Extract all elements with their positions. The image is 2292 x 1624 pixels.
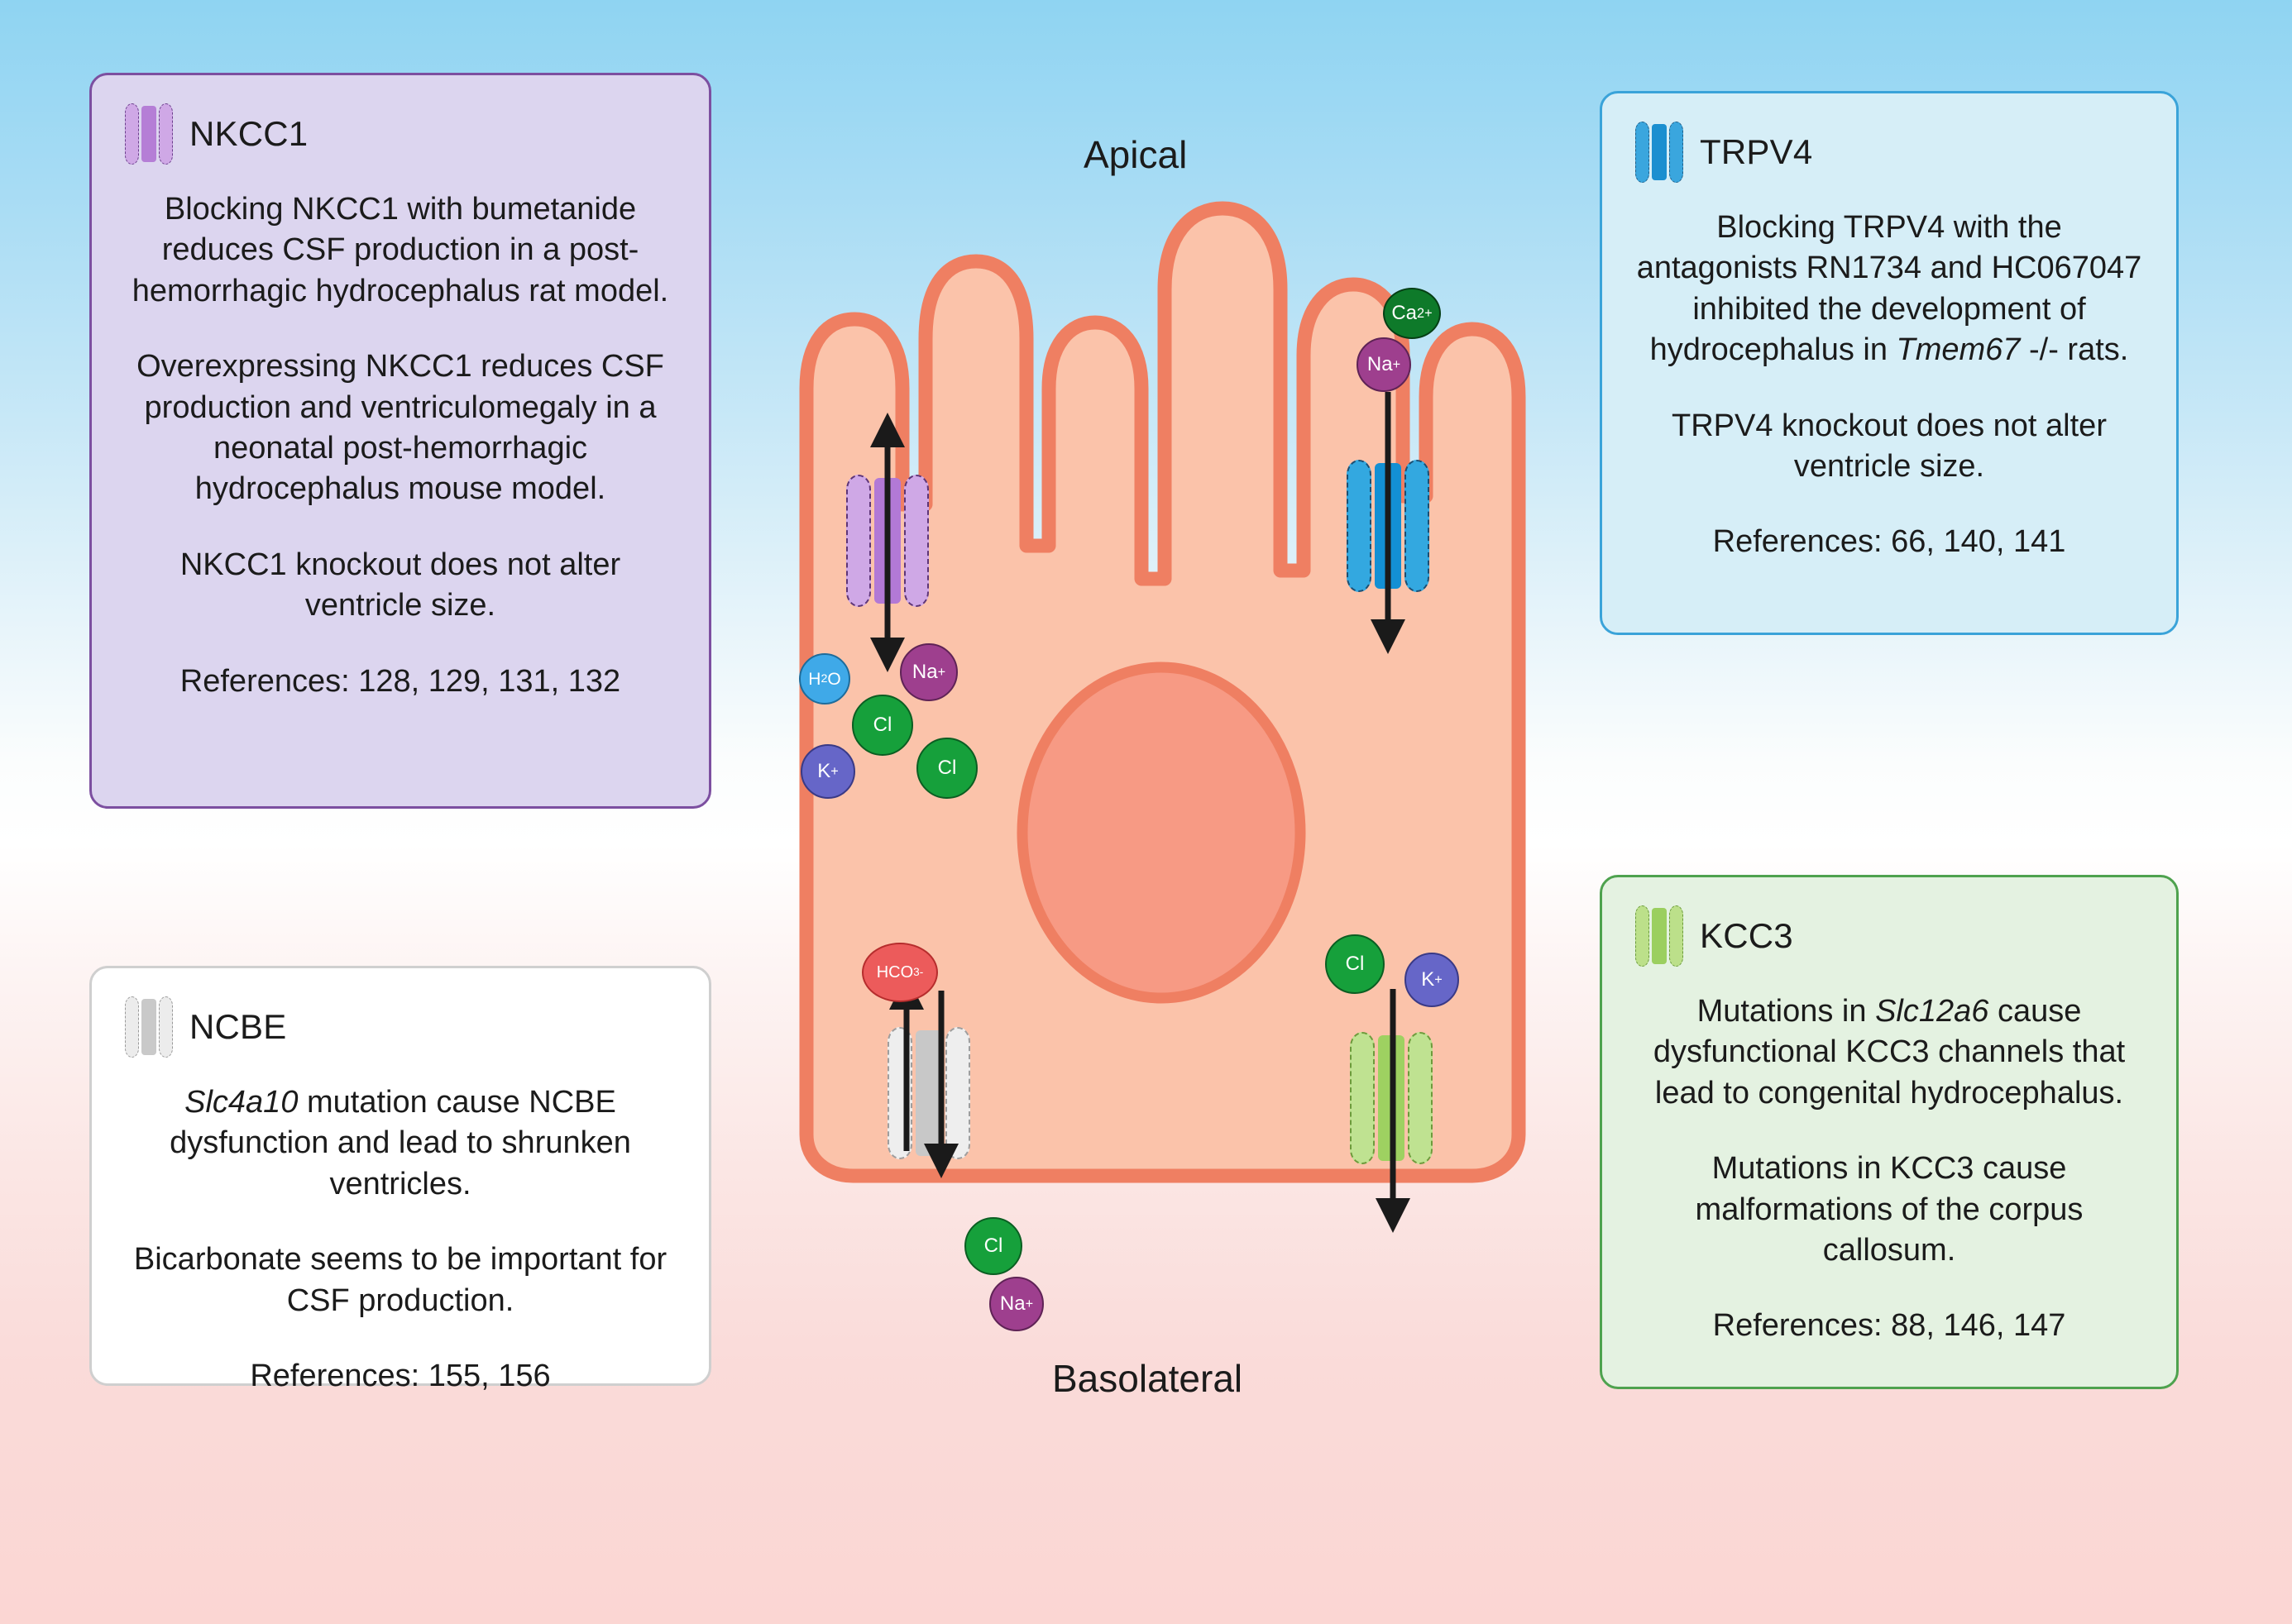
- card-trpv4-header: TRPV4: [1635, 122, 2143, 183]
- nkcc1-paragraph-2: Overexpressing NKCC1 reduces CSF product…: [136, 349, 664, 507]
- membrane-channel-kcc3: [1350, 1032, 1433, 1164]
- card-nkcc1-body: Blocking NKCC1 with bumetanide reduces C…: [125, 189, 676, 702]
- nkcc1-references: References: 128, 129, 131, 132: [179, 663, 621, 699]
- nkcc1-paragraph-1: Blocking NKCC1 with bumetanide reduces C…: [132, 192, 669, 308]
- kcc3-paragraph-2: Mutations in KCC3 cause malformations of…: [1695, 1151, 2084, 1268]
- card-nkcc1: NKCC1 Blocking NKCC1 with bumetanide red…: [89, 73, 711, 809]
- trpv4-paragraph-2: TRPV4 knockout does not alter ventricle …: [1672, 408, 2107, 484]
- card-kcc3: KCC3 Mutations in Slc12a6 cause dysfunct…: [1600, 875, 2179, 1389]
- card-nkcc1-title: NKCC1: [189, 114, 309, 153]
- ncbe-references: References: 155, 156: [250, 1358, 551, 1393]
- card-trpv4-body: Blocking TRPV4 with the antagonists RN17…: [1635, 208, 2143, 563]
- ncbe-gene-name: Slc4a10: [184, 1085, 299, 1120]
- card-ncbe-title: NCBE: [189, 1007, 287, 1046]
- trpv4-references: References: 66, 140, 141: [1712, 524, 2066, 560]
- ion-sodium-extracellular: Na+: [989, 1277, 1044, 1331]
- trpv4-p1-post: -/- rats.: [2020, 332, 2129, 368]
- trpv4-channel-icon: [1635, 122, 1683, 183]
- ion-chloride-cytoplasm-1: Cl: [852, 695, 913, 756]
- kcc3-p1-post: cause dysfunctional KCC3 channels that l…: [1653, 994, 2126, 1111]
- kcc3-paragraph-1: Mutations in Slc12a6 cause dysfunctional…: [1635, 991, 2143, 1114]
- ncbe-p1-post: mutation cause NCBE dysfunction and lead…: [170, 1085, 631, 1201]
- card-ncbe-body: Slc4a10 mutation cause NCBE dysfunction …: [125, 1082, 676, 1397]
- ion-potassium-cytoplasm: K+: [801, 744, 855, 799]
- card-ncbe-header: NCBE: [125, 996, 676, 1058]
- card-kcc3-header: KCC3: [1635, 905, 2143, 967]
- label-apical: Apical: [1084, 133, 1188, 176]
- membrane-channel-nkcc1: [846, 475, 929, 607]
- ion-potassium-basolateral: K+: [1404, 953, 1459, 1007]
- nkcc1-paragraph-3: NKCC1 knockout does not alter ventricle …: [179, 547, 621, 623]
- trpv4-p1-pre: Blocking TRPV4 with the antagonists RN17…: [1636, 210, 2142, 368]
- ncbe-paragraph-1: Slc4a10 mutation cause NCBE dysfunction …: [125, 1082, 676, 1205]
- membrane-channel-ncbe: [888, 1027, 970, 1159]
- kcc3-p1-pre: Mutations in: [1696, 994, 1876, 1029]
- ion-sodium-apical: Na+: [1357, 337, 1411, 392]
- label-basolateral: Basolateral: [1052, 1357, 1243, 1400]
- ion-chloride-basolateral: Cl: [1325, 934, 1385, 994]
- cell-nucleus: [1017, 662, 1306, 1004]
- trpv4-paragraph-1: Blocking TRPV4 with the antagonists RN17…: [1635, 208, 2143, 371]
- kcc3-channel-icon: [1635, 905, 1683, 967]
- card-nkcc1-header: NKCC1: [125, 103, 676, 165]
- kcc3-gene-name: Slc12a6: [1875, 994, 1989, 1029]
- card-kcc3-title: KCC3: [1700, 916, 1793, 955]
- membrane-channel-trpv4: [1347, 460, 1429, 592]
- ion-sodium-cytoplasm: Na+: [900, 643, 958, 701]
- card-kcc3-body: Mutations in Slc12a6 cause dysfunctional…: [1635, 991, 2143, 1347]
- ion-chloride-extracellular: Cl: [964, 1217, 1022, 1275]
- kcc3-references: References: 88, 146, 147: [1712, 1308, 2066, 1344]
- card-ncbe: NCBE Slc4a10 mutation cause NCBE dysfunc…: [89, 966, 711, 1393]
- card-trpv4-title: TRPV4: [1700, 132, 1813, 171]
- ion-chloride-cytoplasm-2: Cl: [916, 738, 978, 799]
- card-trpv4: TRPV4 Blocking TRPV4 with the antagonist…: [1600, 91, 2179, 635]
- ncbe-channel-icon: [125, 996, 173, 1058]
- ncbe-paragraph-2: Bicarbonate seems to be important for CS…: [133, 1242, 668, 1318]
- trpv4-gene-name: Tmem67: [1896, 332, 2021, 368]
- nkcc1-channel-icon: [125, 103, 173, 165]
